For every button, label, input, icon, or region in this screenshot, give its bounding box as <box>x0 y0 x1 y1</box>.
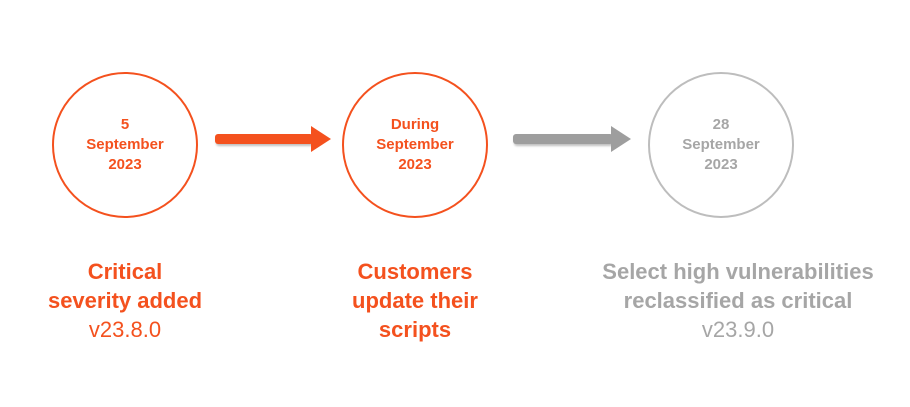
milestone-3-date-line: 28 <box>712 116 730 133</box>
arrow-orange <box>215 126 331 152</box>
milestone-2-date-line: During <box>390 116 440 133</box>
milestone-1-date-circle: 5 September 2023 <box>52 72 198 218</box>
milestone-1-caption-line: Critical <box>87 259 163 284</box>
milestone-3-caption-line: Select high vulnerabilities <box>602 259 874 284</box>
milestone-2-caption: Customers update their scripts <box>320 257 510 344</box>
milestone-2-date-circle: During September 2023 <box>342 72 488 218</box>
milestone-1-date-line: 5 <box>120 116 130 133</box>
milestone-3-caption: Select high vulnerabilities reclassified… <box>578 257 898 344</box>
milestone-1-date-line: September <box>86 136 164 153</box>
arrow-head-icon <box>611 126 631 152</box>
milestone-1-caption: Critical severity added v23.8.0 <box>20 257 230 344</box>
arrow-shaft <box>215 134 313 144</box>
milestone-3-date-circle: 28 September 2023 <box>648 72 794 218</box>
milestone-2-caption-line: update their <box>352 288 478 313</box>
milestone-1-date-line: 2023 <box>108 156 142 173</box>
arrow-head-icon <box>311 126 331 152</box>
milestone-3-version: v23.9.0 <box>701 317 775 342</box>
milestone-3-caption-line: reclassified as critical <box>623 288 853 313</box>
milestone-2-caption-line: scripts <box>378 317 452 342</box>
milestone-1-caption-line: severity added <box>47 288 203 313</box>
milestone-1-version: v23.8.0 <box>88 317 162 342</box>
milestone-2-date-line: 2023 <box>398 156 432 173</box>
milestone-2-date-line: September <box>376 136 454 153</box>
milestone-3-date-line: September <box>682 136 760 153</box>
arrow-grey <box>513 126 631 152</box>
milestone-3-date-line: 2023 <box>704 156 738 173</box>
milestone-2-caption-line: Customers <box>357 259 473 284</box>
arrow-shaft <box>513 134 613 144</box>
